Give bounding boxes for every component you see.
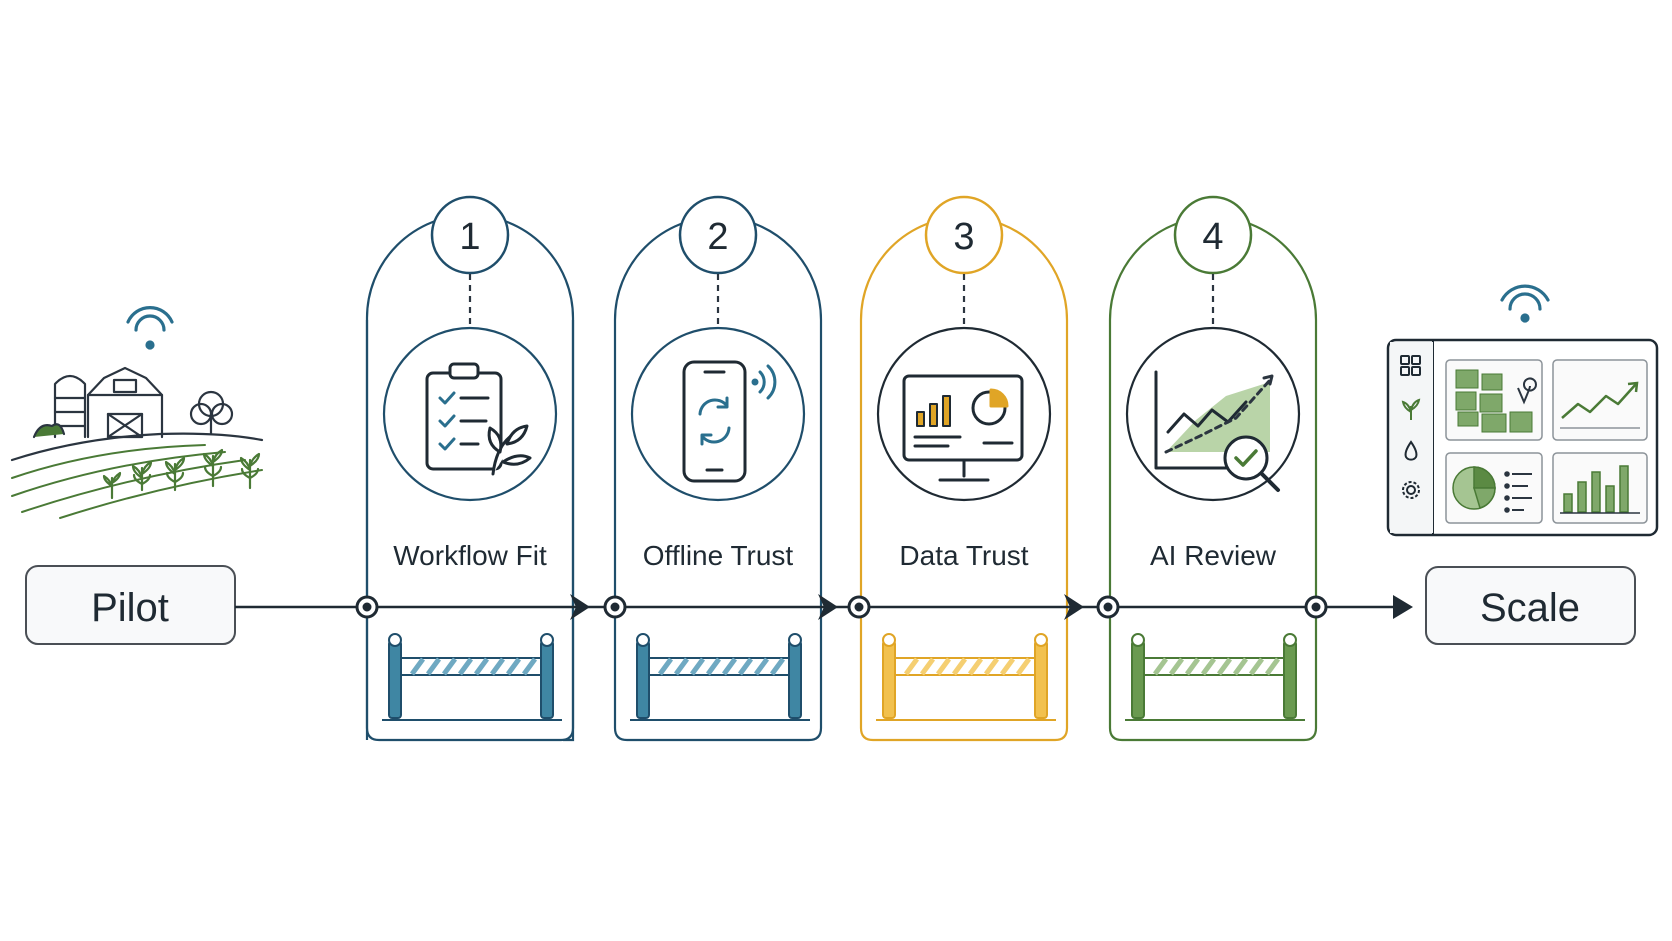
wifi-signal-icon xyxy=(126,305,174,350)
stage-label: Offline Trust xyxy=(643,540,794,571)
stage-number: 4 xyxy=(1202,216,1223,258)
wifi-signal-icon xyxy=(1500,284,1550,323)
stage-number: 2 xyxy=(707,216,728,258)
phone-sync-icon xyxy=(682,360,777,483)
stage-card-2: 2 Offline Trust xyxy=(613,195,823,742)
clipboard-checklist-icon xyxy=(425,362,532,476)
barrier-gate xyxy=(876,633,1056,721)
farm-scene-icon xyxy=(10,305,264,519)
dashboard-panel-icon xyxy=(1386,284,1659,537)
scale-label: Scale xyxy=(1480,586,1580,630)
barrier-gate xyxy=(630,633,810,721)
stage-number: 3 xyxy=(953,216,974,258)
flow-arrows xyxy=(570,594,1413,620)
barrier-gate xyxy=(1125,633,1305,721)
chart-magnifier-check-icon xyxy=(1154,370,1280,492)
stage-number-circle xyxy=(430,195,510,275)
pilot-label: Pilot xyxy=(91,586,169,630)
stage-number-circle xyxy=(924,195,1004,275)
pilot-box: Pilot xyxy=(25,565,236,645)
stage-card-3: 3 Data Trust xyxy=(859,195,1069,742)
stage-number-circle xyxy=(678,195,758,275)
stage-label: Workflow Fit xyxy=(393,540,547,571)
stage-label: AI Review xyxy=(1150,540,1277,571)
stage-label: Data Trust xyxy=(899,540,1028,571)
monitor-dashboard-icon xyxy=(902,374,1024,482)
stage-number: 1 xyxy=(459,216,480,258)
scale-box: Scale xyxy=(1425,566,1636,645)
stage-card-4: 4 AI Review xyxy=(1108,195,1318,742)
stage-number-circle xyxy=(1173,195,1253,275)
barrier-gate xyxy=(382,633,562,721)
stage-card-1: 1 Workflow Fit xyxy=(365,195,575,742)
flow-nodes xyxy=(355,595,1328,619)
stage-card-outline xyxy=(365,213,575,742)
